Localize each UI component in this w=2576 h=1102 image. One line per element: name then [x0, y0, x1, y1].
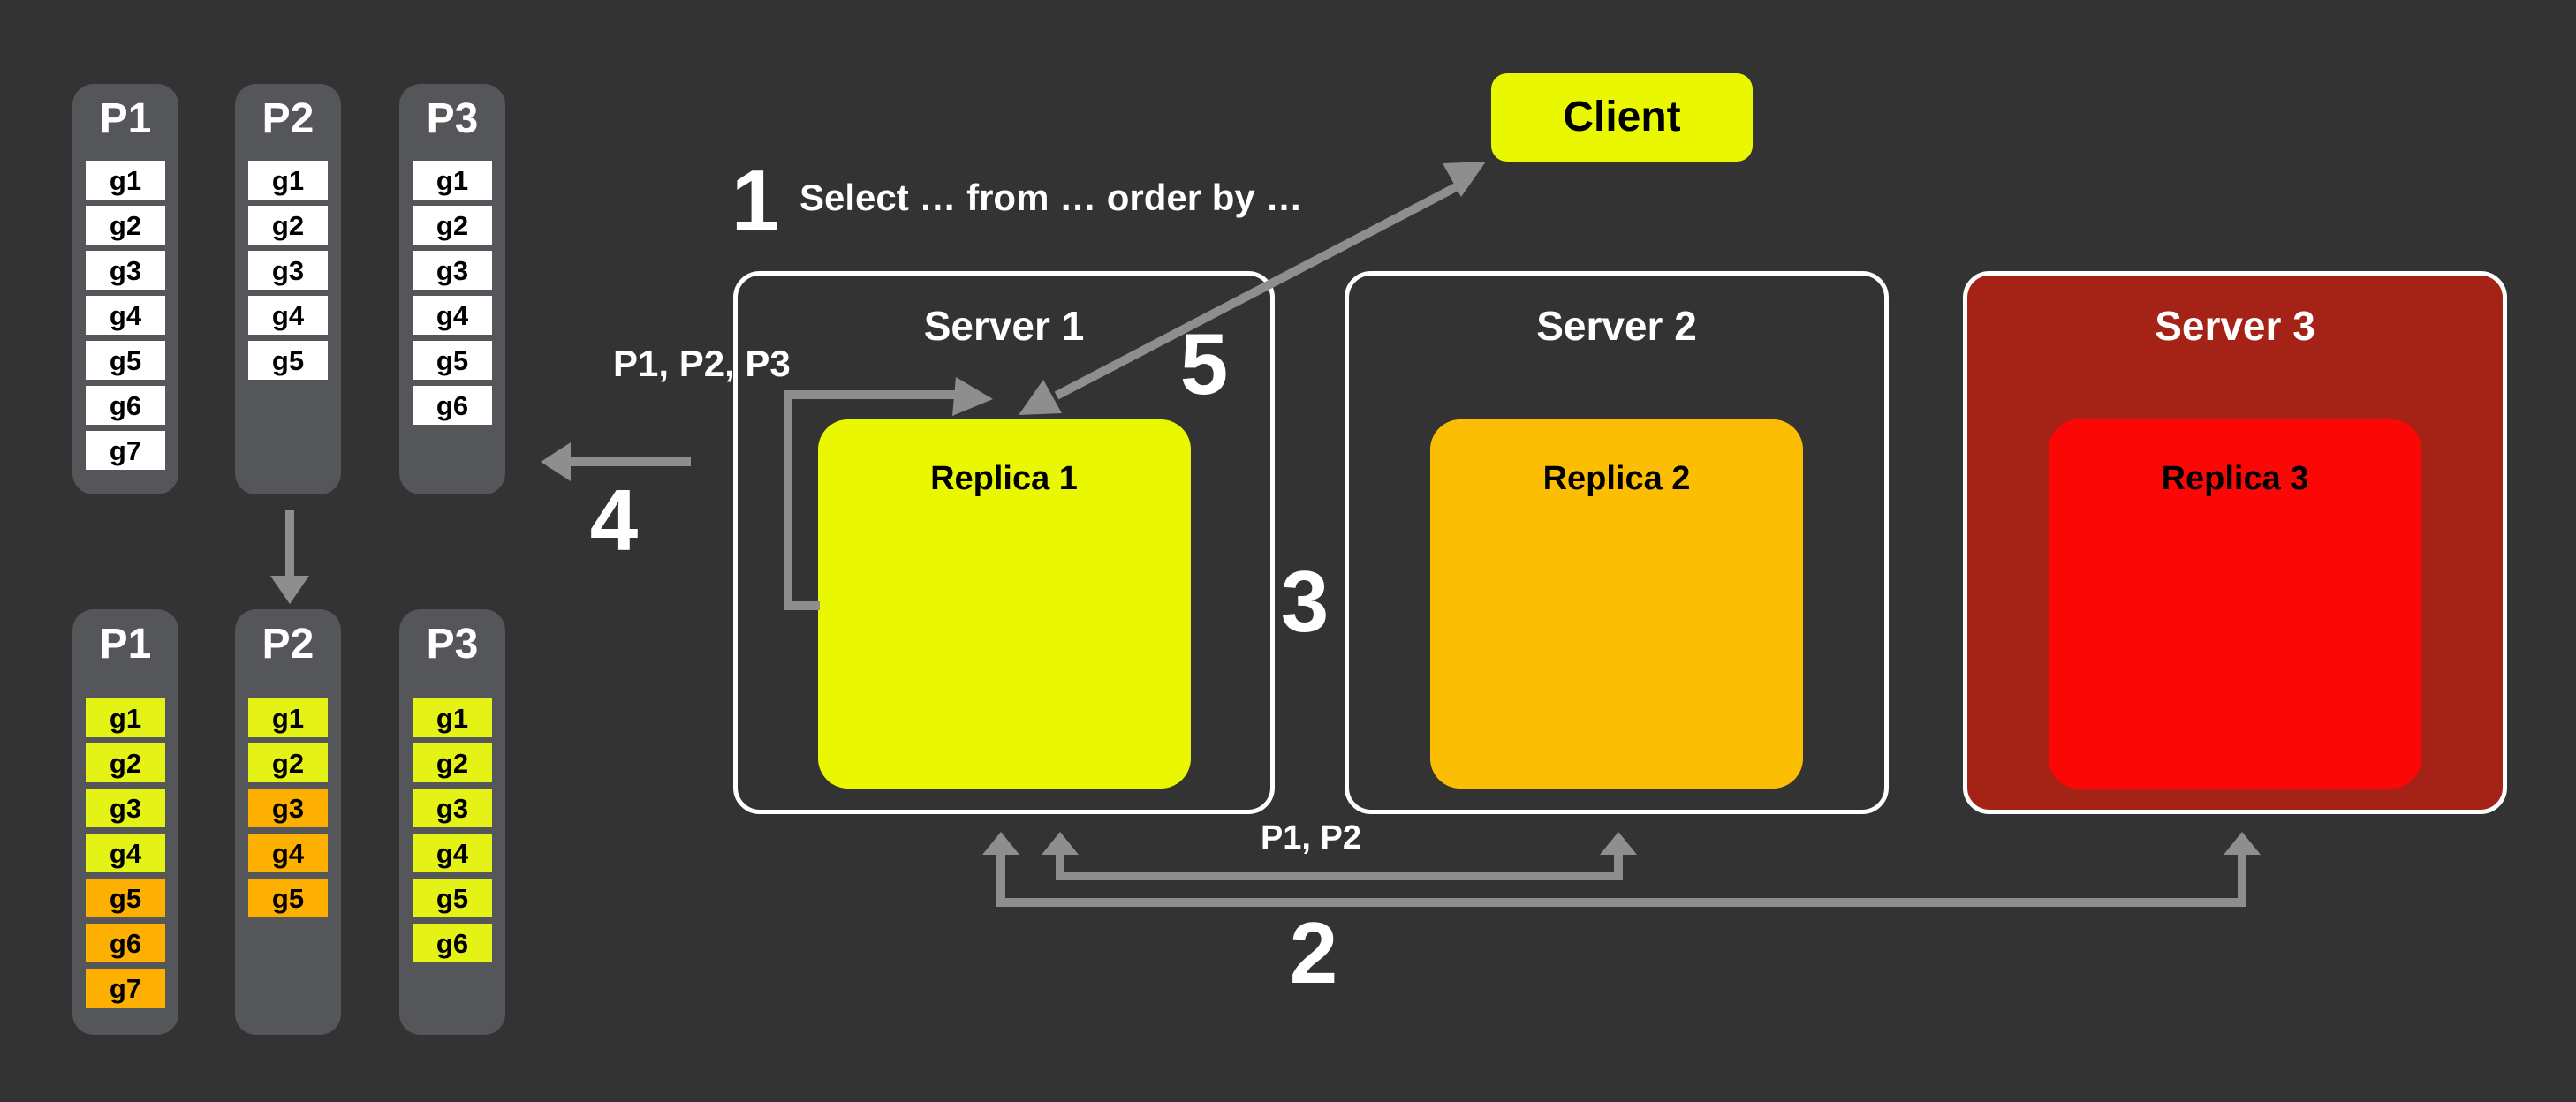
partition-column-bottom-p1: P1 g1 g2 g3 g4 g5 g6 g7 — [72, 609, 178, 1035]
step-1-number: 1 — [731, 152, 780, 249]
partition-cell: g1 — [248, 698, 328, 737]
step-3-number: 3 — [1280, 553, 1330, 650]
partition-column-title: P3 — [426, 95, 479, 142]
partition-cell: g5 — [413, 879, 492, 917]
partition-column-title: P2 — [261, 621, 314, 668]
partition-cell: g6 — [413, 924, 492, 962]
partition-cell: g6 — [86, 386, 165, 425]
partition-cell: g6 — [413, 386, 492, 425]
partition-column-title: P1 — [99, 621, 152, 668]
replica-3-box: Replica 3 — [2049, 419, 2421, 789]
partition-cell: g1 — [248, 161, 328, 200]
replica-2-label: Replica 2 — [1542, 460, 1691, 497]
partition-column-bottom-p2: P2 g1 g2 g3 g4 g5 — [235, 609, 341, 1035]
partition-column-top-p3: P3 g1 g2 g3 g4 g5 g6 — [399, 84, 505, 494]
replica-1-label: Replica 1 — [930, 460, 1078, 497]
partition-cell: g2 — [86, 743, 165, 782]
partition-cell: g3 — [86, 789, 165, 827]
partition-cell: g2 — [413, 206, 492, 245]
partition-cell: g4 — [413, 296, 492, 335]
scatter-arrow-outer-icon — [982, 832, 2261, 907]
step-2-number: 2 — [1289, 904, 1338, 1001]
partition-cell: g2 — [86, 206, 165, 245]
partition-cell-list: g1 g2 g3 g4 g5 g6 g7 — [86, 698, 165, 1008]
partition-column-title: P1 — [99, 95, 152, 142]
partition-cell: g4 — [248, 834, 328, 872]
partition-cell: g5 — [86, 341, 165, 380]
partition-cell-list: g1 g2 g3 g4 g5 g6 g7 — [86, 161, 165, 470]
partition-cell: g3 — [248, 789, 328, 827]
partition-cell-list: g1 g2 g3 g4 g5 — [248, 161, 328, 380]
loop-partitions-label: P1, P2, P3 — [613, 343, 791, 384]
partition-cell: g3 — [86, 251, 165, 290]
partition-cell: g3 — [413, 789, 492, 827]
partition-cell-list: g1 g2 g3 g4 g5 g6 — [413, 698, 492, 962]
partition-cell: g2 — [248, 743, 328, 782]
partition-column-top-p1: P1 g1 g2 g3 g4 g5 g6 g7 — [72, 84, 178, 494]
partition-column-title: P2 — [261, 95, 314, 142]
down-arrow-icon — [270, 510, 309, 604]
replica-3-label: Replica 3 — [2161, 460, 2309, 497]
client-box: Client — [1491, 73, 1753, 162]
partition-cell: g2 — [248, 206, 328, 245]
partition-column-top-p2: P2 g1 g2 g3 g4 g5 — [235, 84, 341, 494]
partition-cell-list: g1 g2 g3 g4 g5 g6 — [413, 161, 492, 425]
server-2-title: Server 2 — [1536, 303, 1697, 349]
partition-cell: g7 — [86, 969, 165, 1008]
partition-cell: g1 — [413, 698, 492, 737]
partition-cell: g5 — [86, 879, 165, 917]
partition-cell: g2 — [413, 743, 492, 782]
partition-cell: g5 — [248, 341, 328, 380]
partition-cell: g6 — [86, 924, 165, 962]
partition-cell: g1 — [86, 698, 165, 737]
step-5-number: 5 — [1179, 315, 1229, 412]
partition-cell: g4 — [413, 834, 492, 872]
partition-column-bottom-p3: P3 g1 g2 g3 g4 g5 g6 — [399, 609, 505, 1035]
partition-cell: g1 — [413, 161, 492, 200]
partition-column-title: P3 — [426, 621, 479, 668]
partition-cell: g3 — [248, 251, 328, 290]
partition-cell: g7 — [86, 431, 165, 470]
server-3-box: Server 3 Replica 3 — [1963, 271, 2507, 814]
partition-cell: g4 — [86, 834, 165, 872]
partition-cell: g5 — [413, 341, 492, 380]
step-4-number: 4 — [589, 472, 639, 569]
partition-cell: g5 — [248, 879, 328, 917]
replica-1-box: Replica 1 — [817, 419, 1191, 789]
partition-cell: g3 — [413, 251, 492, 290]
partition-cell: g4 — [86, 296, 165, 335]
partition-cell-list: g1 g2 g3 g4 g5 — [248, 698, 328, 917]
replica-2-box: Replica 2 — [1430, 419, 1803, 789]
query-text-label: Select … from … order by … — [799, 177, 1303, 218]
partition-cell: g1 — [86, 161, 165, 200]
server-2-box: Server 2 Replica 2 — [1345, 271, 1889, 814]
partition-cell: g4 — [248, 296, 328, 335]
scatter-partitions-label: P1, P2 — [1260, 819, 1362, 857]
server-3-title: Server 3 — [2155, 303, 2315, 349]
